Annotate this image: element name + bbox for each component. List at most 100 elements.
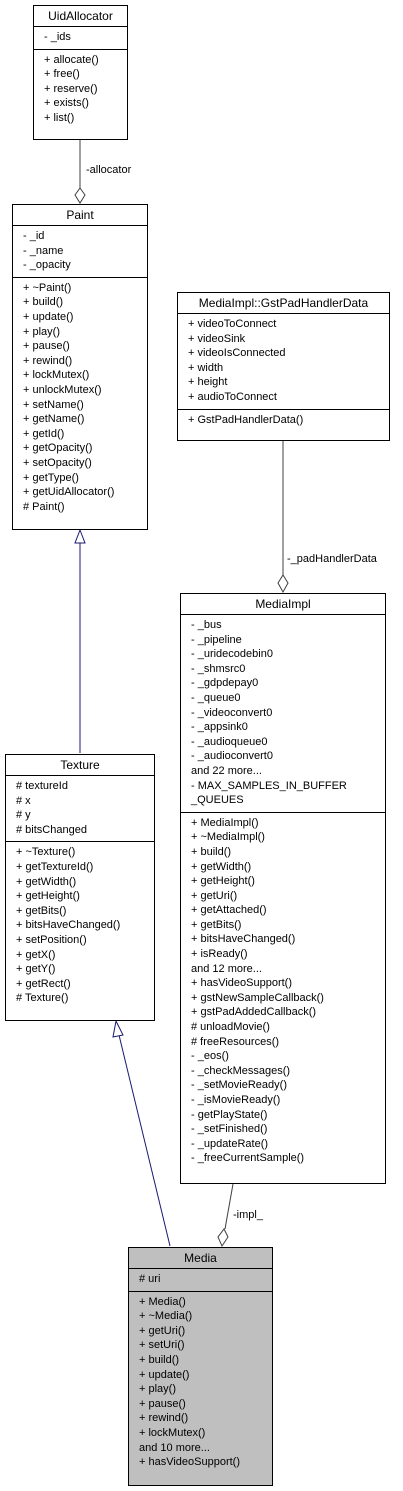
method-item: + free() [44, 68, 80, 81]
class-title: Texture [6, 755, 154, 776]
attribute-item: - _id [23, 230, 45, 242]
method-item: + bitsHaveChanged() [191, 933, 296, 946]
edge-media-inherits-texture [118, 1034, 171, 1247]
method-item: + setOpacity() [23, 456, 92, 469]
allocator-label: -allocator [86, 164, 132, 176]
attribute-section: # textureId# x# y# bitsChanged [6, 776, 154, 843]
edge-media-inherits-texture-arrow [112, 1019, 124, 1038]
method-item: - _freeCurrentSample() [191, 1152, 305, 1165]
attribute-item: + videoIsConnected [188, 347, 286, 360]
method-item: + setPosition() [16, 933, 87, 946]
method-item: + MediaImpl() [191, 816, 259, 829]
attribute-item: - MAX_SAMPLES_IN_BUFFER [191, 779, 347, 792]
attribute-item: _QUEUES [191, 794, 244, 807]
attribute-item: + videoToConnect [188, 318, 277, 330]
method-item: + ~Texture() [16, 846, 76, 859]
method-item: + allocate() [44, 53, 99, 66]
method-item: + lockMutex() [139, 1426, 206, 1439]
method-item: + play() [23, 325, 60, 338]
pad-handler-data-label: -_padHandlerData [287, 553, 377, 565]
attribute-section: # uri [129, 1269, 272, 1292]
class-gst-pad-handler-data[interactable]: MediaImpl::GstPadHandlerData+ videoToCon… [177, 292, 390, 441]
class-title: Paint [13, 205, 147, 226]
method-item: + getName() [23, 413, 85, 426]
class-media-impl[interactable]: MediaImpl- _bus- _pipeline- _uridecodebi… [180, 593, 386, 1184]
method-item: + gstPadAddedCallback() [191, 1006, 317, 1019]
method-item: + rewind() [139, 1412, 189, 1425]
method-item: + getRect() [16, 977, 71, 990]
attribute-item: - _uridecodebin0 [191, 648, 273, 661]
class-title: MediaImpl::GstPadHandlerData [178, 293, 389, 314]
method-item: + getTextureId() [16, 860, 94, 873]
class-texture[interactable]: Texture# textureId# x# y# bitsChanged+ ~… [5, 754, 155, 1021]
class-title: MediaImpl [181, 594, 385, 615]
method-item: - _eos() [191, 1050, 229, 1063]
method-section: + MediaImpl() + ~MediaImpl()+ build() + ge… [181, 813, 385, 1170]
method-item: + build() [23, 296, 64, 309]
class-uid-allocator[interactable]: UidAllocator- _ids+ allocate()+ free()+ … [33, 5, 128, 140]
attribute-item: # x [16, 794, 31, 807]
attribute-item: and 22 more... [191, 764, 262, 777]
attribute-section: - _id - _name - _opacity [13, 226, 147, 278]
method-item: + getBits() [191, 918, 242, 931]
method-item: - _isMovieReady() [191, 1094, 281, 1106]
attribute-item: + height [188, 376, 228, 389]
attribute-item: + width [188, 361, 224, 374]
edge-texture-inherits-paint-arrow [74, 528, 86, 544]
method-section: + ~Paint()+ build()+ update()+ play()+ p… [13, 278, 147, 519]
edge-pad-handler-data-diamond [277, 574, 289, 594]
method-item: + build() [191, 845, 232, 858]
attribute-item: + videoSink [188, 332, 246, 345]
attribute-item: # uri [139, 1273, 161, 1285]
method-item: + getHeight() [191, 875, 255, 888]
method-item: - _setFinished() [191, 1123, 268, 1136]
method-item: + reserve() [44, 82, 98, 95]
method-item: + setName() [23, 398, 84, 411]
attribute-item: - _name [23, 244, 64, 257]
attribute-section: - _bus- _pipeline- _uridecodebin0- _shms… [181, 615, 385, 813]
method-item: + getUri() [191, 889, 238, 902]
method-item: - _updateRate() [191, 1137, 269, 1150]
attribute-item: - _ids [44, 31, 71, 43]
class-title: Media [129, 1248, 272, 1269]
method-item: + isReady() [191, 948, 248, 961]
method-item: + hasVideoSupport() [191, 977, 293, 990]
method-item: + hasVideoSupport() [139, 1456, 241, 1469]
method-item: + ~MediaImpl() [191, 831, 265, 844]
attribute-item: # textureId [16, 780, 68, 792]
method-item: + getUidAllocator() [23, 486, 115, 499]
method-item: and 12 more... [191, 962, 262, 975]
attribute-item: - _opacity [23, 259, 71, 272]
method-item: + unlockMutex() [23, 383, 102, 396]
method-item: - _setMovieReady() [191, 1079, 287, 1092]
method-item: + getHeight() [16, 890, 80, 903]
method-section: + GstPadHandlerData() [178, 410, 389, 432]
method-item: + getType() [23, 471, 79, 484]
class-title: UidAllocator [34, 6, 127, 27]
method-item: + play() [139, 1383, 176, 1396]
method-item: + getBits() [16, 904, 67, 917]
method-item: - _checkMessages() [191, 1064, 291, 1077]
method-item: + getId() [23, 427, 65, 440]
method-item: + getUri() [139, 1324, 186, 1337]
method-item: + getWidth() [16, 875, 77, 888]
method-section: + allocate()+ free()+ reserve()+ exists(… [34, 50, 127, 130]
method-item: + bitsHaveChanged() [16, 919, 121, 932]
method-item: + lockMutex() [23, 369, 90, 382]
attribute-item: - _audioconvert0 [191, 750, 273, 763]
method-item: + ~Media() [139, 1310, 193, 1323]
method-item: + getY() [16, 963, 56, 976]
class-media[interactable]: Media# uri+ Media()+ ~Media()+ getUri()+… [128, 1247, 273, 1486]
class-paint[interactable]: Paint - _id - _name - _opacity + ~Paint() + b… [12, 204, 148, 530]
method-item: + list() [44, 111, 75, 124]
method-item: + getX() [16, 948, 56, 961]
method-item: + gstNewSampleCallback() [191, 991, 324, 1004]
attribute-item: # y [16, 809, 31, 822]
attribute-item: - _bus [191, 619, 222, 631]
attribute-item: - _queue0 [191, 691, 241, 704]
attribute-item: + audioToConnect [188, 390, 277, 403]
attribute-item: - _videoconvert0 [191, 706, 273, 719]
method-item: + build() [139, 1353, 180, 1366]
method-item: + getOpacity() [23, 442, 93, 455]
method-item: + ~Paint() [23, 281, 72, 294]
